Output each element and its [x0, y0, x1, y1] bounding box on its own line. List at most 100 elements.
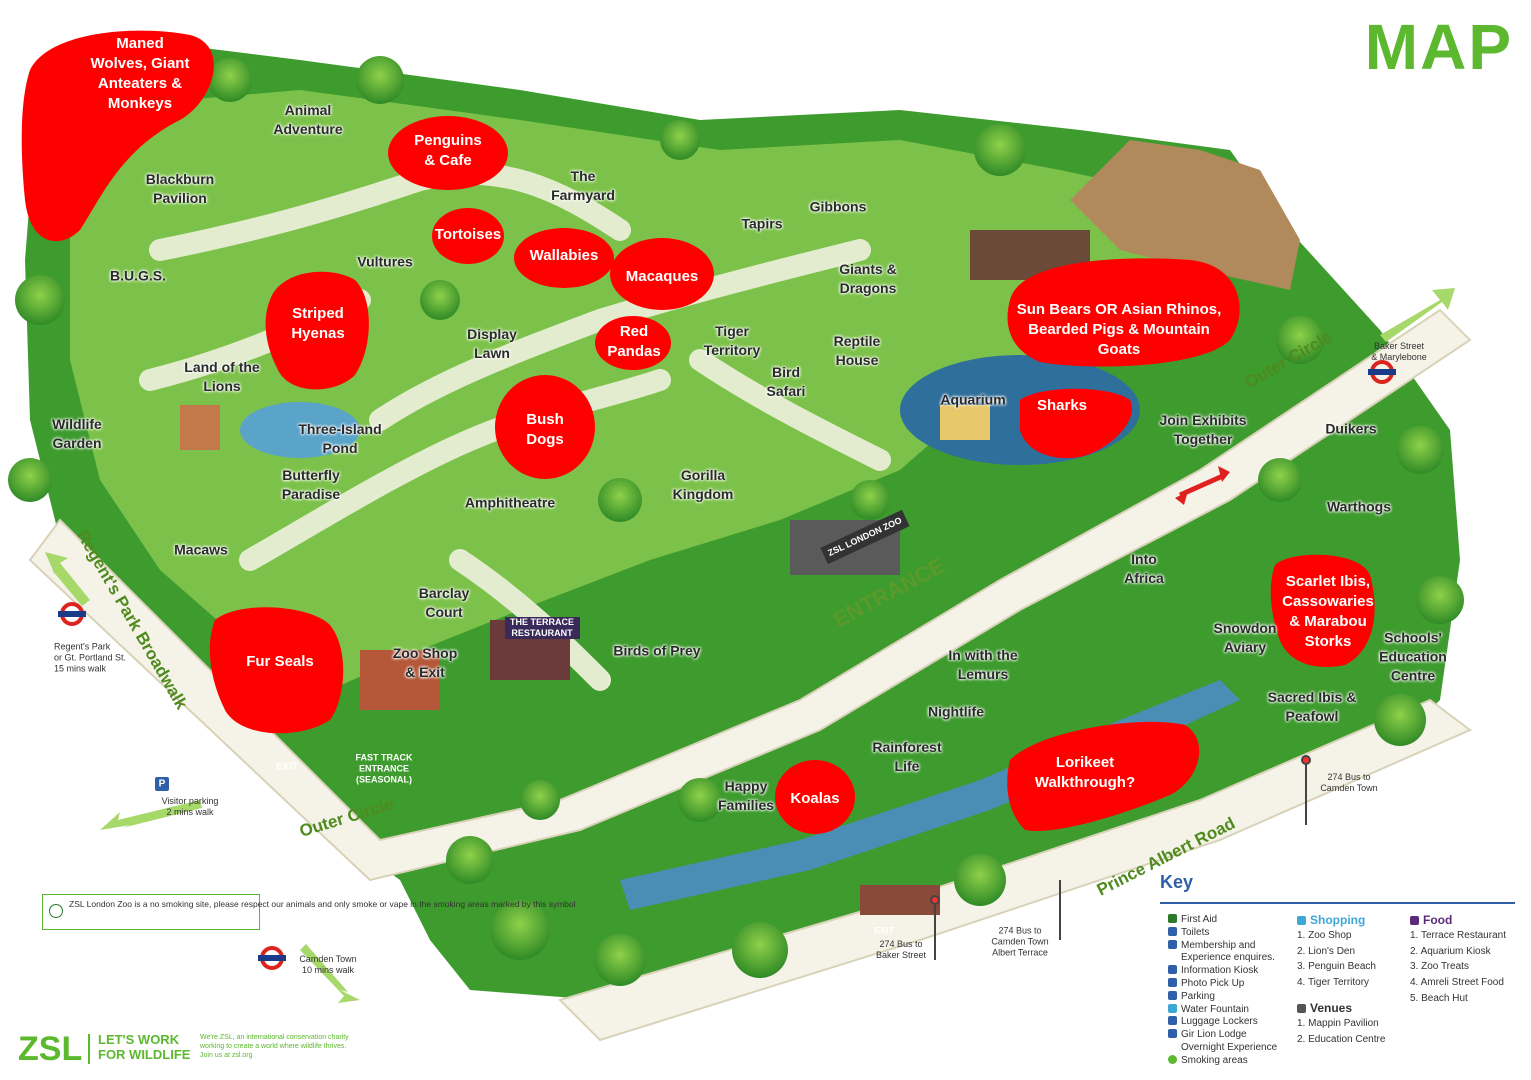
key-item: Parking	[1168, 990, 1290, 1004]
annotation-label: Bush Dogs	[526, 411, 564, 448]
lodge-icon	[1168, 1029, 1177, 1039]
exhibit-label[interactable]: Three-Island Pond	[298, 421, 382, 456]
exhibit-label[interactable]: Animal Adventure	[273, 102, 343, 137]
annotation-label: Fur Seals	[246, 653, 314, 670]
key-item: 3. Penguin Beach	[1297, 961, 1376, 973]
key-item: 4. Tiger Territory	[1297, 977, 1370, 989]
key-item: Experience enquires.	[1181, 952, 1275, 964]
smoking-notice: ZSL London Zoo is a no smoking site, ple…	[42, 894, 576, 930]
parking-letter: P	[158, 778, 166, 790]
exhibit-label[interactable]: Aquarium	[940, 391, 1006, 408]
key-item: Smoking areas	[1168, 1054, 1290, 1068]
exhibit-label[interactable]: Reptile House	[833, 333, 881, 368]
shopping-icon	[1297, 916, 1306, 925]
underground-roundel-camden	[258, 946, 286, 970]
direction-arrows	[45, 288, 1455, 1003]
exhibit-label[interactable]: Vultures	[357, 253, 413, 270]
exhibit-label[interactable]: Bird Safari	[766, 364, 806, 399]
key-item: Luggage Lockers	[1168, 1016, 1290, 1029]
exit-sign: EXIT	[275, 761, 299, 773]
annotation-label: Sun Bears OR Asian Rhinos, Bearded Pigs …	[1016, 301, 1222, 358]
exhibit-label[interactable]: Warthogs	[1326, 498, 1392, 515]
exhibit-label[interactable]: Gorilla Kingdom	[672, 467, 734, 502]
exhibit-label[interactable]: Macaws	[174, 541, 228, 558]
key-divider	[1160, 902, 1515, 904]
fast-track-sign: FAST TRACK ENTRANCE (SEASONAL)	[355, 752, 413, 785]
exhibit-label[interactable]: Land of the Lions	[184, 359, 260, 394]
exhibit-label[interactable]: Blackburn Pavilion	[145, 171, 215, 206]
annotation-label: Macaques	[625, 268, 699, 285]
exhibit-label[interactable]: Amphitheatre	[464, 494, 556, 511]
join-arrow-head-right	[1218, 466, 1230, 482]
key-item: 2. Aquarium Kiosk	[1410, 945, 1491, 957]
annotation-label: Wallabies	[529, 247, 599, 264]
exhibit-label[interactable]: Schools' Education Centre	[1379, 629, 1447, 684]
smoking-icon	[49, 904, 63, 918]
buildings	[180, 230, 1090, 915]
parking-icon	[1168, 990, 1177, 1000]
regents-park-sign: Regent's Park or Gt. Portland St. 15 min…	[53, 641, 127, 674]
annotation-label: Tortoises	[434, 226, 502, 243]
zsl-gate-sign-bg	[820, 509, 910, 565]
annotation-label: Sharks	[1036, 397, 1088, 414]
key-item: 5. Beach Hut	[1410, 992, 1468, 1004]
exhibit-label[interactable]: B.U.G.S.	[109, 267, 167, 284]
annotation-label: Maned Wolves, Giant Anteaters & Monkeys	[90, 35, 190, 112]
bus-camden-right-sign: 274 Bus to Camden Town	[1320, 772, 1378, 793]
zsl-slogan: LET'S WORK FOR WILDLIFE	[98, 1032, 191, 1062]
key-item: Gir Lion Lodge	[1168, 1029, 1290, 1042]
bus-camden-albert-sign: 274 Bus to Camden Town Albert Terrace	[991, 925, 1049, 958]
terrace-restaurant-sign: THE TERRACE RESTAURANT	[509, 617, 575, 638]
three-island-pond-water	[240, 402, 360, 458]
key-item: First Aid	[1168, 914, 1290, 927]
exhibit-label[interactable]: Giants & Dragons	[839, 261, 897, 296]
footpaths	[139, 162, 891, 691]
exhibit-label[interactable]: Join Exhibits Together	[1159, 412, 1247, 447]
baker-street-sign: Baker Street & Marylebone	[1371, 341, 1427, 362]
key-item: 4. Amreli Street Food	[1410, 977, 1504, 989]
camden-town-sign: Camden Town 10 mins walk	[299, 954, 357, 975]
exhibit-label[interactable]: Wildlife Garden	[52, 416, 102, 451]
info-kiosk-icon	[1168, 965, 1177, 975]
luggage-icon	[1168, 1016, 1177, 1026]
key-shopping: Shopping 1. Zoo Shop 2. Lion's Den 3. Pe…	[1297, 914, 1407, 1046]
visitor-parking-sign: Visitor parking 2 mins walk	[161, 796, 219, 817]
exhibit-label[interactable]: Tiger Territory	[703, 323, 761, 358]
key-item: Membership and	[1168, 939, 1290, 953]
underground-roundel-regents	[58, 602, 86, 626]
terrace-sign-bg	[505, 617, 580, 639]
exhibit-label[interactable]: Happy Families	[717, 778, 775, 813]
shopping-heading: Shopping	[1297, 914, 1407, 927]
bus-baker-sign: 274 Bus to Baker Street	[875, 939, 927, 960]
smoking-notice-text: ZSL London Zoo is a no smoking site, ple…	[69, 899, 576, 909]
exhibit-label[interactable]: Snowdon Aviary	[1213, 620, 1277, 655]
food-icon	[1410, 916, 1419, 925]
map-key: Key First Aid Toilets Membership and Exp…	[1160, 872, 1520, 1072]
map-title: MAP	[1364, 11, 1513, 83]
exhibit-label[interactable]: Birds of Prey	[613, 642, 701, 659]
key-item: 1. Mappin Pavilion	[1297, 1017, 1379, 1029]
exhibit-label[interactable]: Into Africa	[1124, 551, 1164, 586]
exhibit-label[interactable]: Duikers	[1325, 420, 1377, 437]
exhibit-label[interactable]: Nightlife	[928, 703, 984, 720]
first-aid-icon	[1168, 914, 1177, 923]
exhibit-label[interactable]: Sacred Ibis & Peafowl	[1267, 689, 1357, 724]
key-item: Information Kiosk	[1168, 965, 1290, 978]
underground-roundel-baker	[1368, 360, 1396, 384]
exhibit-label[interactable]: Display Lawn	[467, 326, 517, 361]
membership-icon	[1168, 939, 1177, 949]
exhibit-label[interactable]: The Farmyard	[551, 168, 615, 203]
exit-canal-sign: EXIT	[873, 925, 895, 936]
exhibit-label[interactable]: Tapirs	[741, 215, 783, 232]
exhibit-label[interactable]: Zoo Shop & Exit	[392, 645, 458, 680]
exhibit-label[interactable]: In with the Lemurs	[948, 647, 1018, 682]
key-food: Food 1. Terrace Restaurant 2. Aquarium K…	[1410, 914, 1520, 1006]
exhibit-label[interactable]: Butterfly Paradise	[281, 467, 341, 502]
exhibit-label[interactable]: Rainforest Life	[872, 739, 942, 774]
water-fountain-icon	[1168, 1003, 1177, 1013]
zsl-logo: ZSL	[18, 1030, 83, 1068]
venues-icon	[1297, 1003, 1306, 1013]
exhibit-label[interactable]: Barclay Court	[418, 585, 470, 620]
exhibit-label[interactable]: Gibbons	[809, 198, 867, 215]
bus-stops	[930, 755, 1311, 960]
